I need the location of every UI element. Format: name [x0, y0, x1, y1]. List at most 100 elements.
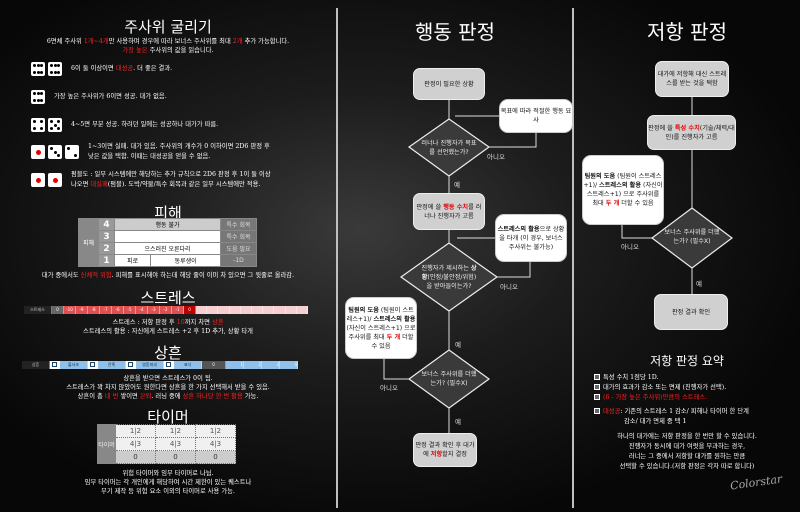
dice-row-critical: 6이 둘 이상이면 대성공. 더 좋은 결과. — [31, 62, 172, 76]
stress-cell[interactable]: -4 — [136, 306, 148, 314]
stress-cell[interactable]: 8 — [274, 306, 286, 314]
flow-yes-label: 예 — [454, 181, 460, 189]
die-one-icon — [31, 173, 45, 187]
stress-current-cell[interactable]: 0 — [184, 306, 196, 314]
summary-bullet: 대가의 효과가 감소 또는 면제 (진행자가 선택). — [594, 383, 726, 393]
stress-cell[interactable]: 1 — [196, 306, 208, 314]
dice-row-fumble: 펌블도 : 일부 시스템에만 해당하는 추가 규칙으로 2D6 판정 후 1이 … — [31, 170, 271, 190]
dice-intro-2: 가장 높은 주사위의 값을 읽습니다. — [122, 47, 214, 54]
resist-para: 하나의 대가에는 저항 판정을 한 번만 할 수 있습니다.진행자가 동시에 대… — [617, 433, 757, 470]
flow-yes-label: 예 — [455, 418, 461, 426]
trauma-checkbox[interactable] — [50, 361, 60, 369]
resist-end-box: 판정 결과 확인 — [654, 294, 728, 330]
trauma-level[interactable]: 1 — [226, 361, 244, 369]
trauma-checkbox[interactable] — [126, 361, 136, 369]
stress-label: 스트레스 — [24, 306, 52, 314]
stress-title: 스트레스 — [140, 289, 196, 307]
trauma-level[interactable]: 4 — [280, 361, 298, 369]
decision-accept-position — [399, 242, 499, 312]
stress-cell[interactable]: 7 — [263, 306, 275, 314]
timer-title: 타이머 — [147, 408, 189, 426]
dice-row-success: 가장 높은 주사위가 6이면 성공. 대가 없음. — [31, 90, 167, 104]
flow-help-box: 팀원의 도움 (팀원이 스트레스+1)/ 스트레스의 활용 (자신이 스트레스+… — [345, 297, 417, 359]
die-two-icon — [65, 145, 79, 159]
stress-line-1: 스트레스 : 저항 판정 후 10까지 차면 상흔 — [112, 319, 224, 326]
stress-line-2: 스트레스의 활용 : 자신에게 스트레스 +2 후 1D 추가, 상황 타개 — [83, 328, 253, 335]
timer-value[interactable]: 0 — [195, 450, 236, 464]
trauma-line-2: 스트레스가 꽉 차지 않았어도 원한다면 상흔을 한 가지 선택해서 받을 수 … — [66, 384, 270, 391]
stress-cell[interactable]: -2 — [160, 306, 172, 314]
resist-no-label: 아니오 — [621, 243, 639, 251]
trauma-zero[interactable]: 0 — [202, 361, 226, 369]
timer-label: 타이머 — [97, 424, 116, 464]
decision-resist-bonus-dice — [651, 207, 733, 269]
resist-yes-label: 예 — [696, 280, 702, 288]
damage-side-label: 피해 — [78, 218, 99, 267]
flow-yes-label: 예 — [455, 341, 461, 349]
trauma-level[interactable]: 2 — [244, 361, 262, 369]
flow-start-box: 판정이 필요한 상황 — [413, 68, 485, 100]
timer-line-1: 위험 타이머와 임무 타이머로 나뉨. — [122, 470, 214, 477]
flow-q2-text: 진행자가 제시하는 상황(안정/불안정/위험)을 받아들이는가? — [421, 264, 477, 290]
stress-cell[interactable]: 6 — [251, 306, 264, 314]
trauma-line-1: 상흔을 받으면 스트레스가 0이 됨. — [123, 375, 213, 382]
die-four-icon — [31, 118, 45, 132]
die-six-icon — [31, 62, 45, 76]
trauma-option: 표식 — [174, 361, 202, 369]
flow-pick-action-box: 판정에 쓸 행동 수치를 러너나 진행자가 고름 — [413, 193, 485, 230]
stress-cell[interactable]: 9 — [285, 306, 297, 314]
die-six-icon — [48, 62, 62, 76]
stress-cell[interactable]: 3 — [218, 306, 230, 314]
timer-value[interactable]: 0 — [115, 450, 156, 464]
stress-cell[interactable]: -10 — [64, 306, 76, 314]
die-three-icon — [48, 145, 62, 159]
resist-q-text: 보너스 주사위를 더했는가? (필수X) — [664, 229, 720, 245]
timer-line-3: 무기 제작 등 위험 요소 이외의 타이머로 사용 가능. — [101, 488, 235, 495]
resist-help-box: 팀원의 도움 (팀원이 스트레스+1)/ 스트레스의 활용 (자신이 스트레스+… — [582, 155, 664, 225]
column-divider — [336, 8, 338, 508]
stress-cell[interactable]: 5 — [240, 306, 252, 314]
flow-stress-use-box: 스트레스의 활용으로 상황을 타개 (이 경우, 보너스 주사위는 불가능) — [495, 214, 567, 262]
timer-clock-bottom[interactable]: 4|3 — [115, 437, 156, 451]
flow-no-label: 아니오 — [380, 384, 398, 392]
summary-bullet: 특성 수치 1점당 1D. — [594, 373, 659, 383]
stress-cell[interactable]: 2 — [207, 306, 219, 314]
stress-cell[interactable]: -8 — [88, 306, 100, 314]
dice-row-partial: 4~5면 부분 성공. 하려던 일에는 성공하나 대가가 따름. — [31, 118, 218, 132]
stress-zero: 0 — [52, 306, 64, 314]
trauma-option: 불사조 — [60, 361, 88, 369]
dice-intro-1: 6면체 주사위 1개~4개만 사용하며 경우에 따라 보너스 주사위를 최대 2… — [46, 38, 290, 45]
trauma-checkbox[interactable] — [88, 361, 98, 369]
damage-cell[interactable]: 피로 — [113, 254, 152, 267]
decision-goal-declared — [407, 118, 491, 177]
die-five-icon — [48, 118, 62, 132]
stress-cell[interactable]: -7 — [100, 306, 112, 314]
trauma-option: 잔혹 — [98, 361, 126, 369]
die-one-icon — [31, 145, 45, 159]
stress-cell[interactable]: -3 — [148, 306, 160, 314]
resist-summary-title: 저항 판정 요약 — [650, 354, 724, 368]
trauma-label: 상흔 — [22, 361, 50, 369]
trauma-level[interactable]: 3 — [262, 361, 280, 369]
decision-bonus-dice — [407, 349, 491, 409]
flow-describe-box: 목표에 따라 적절한 행동 묘사 — [499, 99, 573, 133]
flow-end-box: 판정 결과 확인 후 대가에 저항할지 결정 — [413, 433, 477, 467]
stress-cell[interactable]: 4 — [229, 306, 241, 314]
stress-cell[interactable]: 10 — [296, 306, 308, 314]
stress-cell[interactable]: -5 — [124, 306, 136, 314]
resist-start-box: 대가에 저항해 대신 스트레스를 받는 것을 택함 — [655, 61, 729, 97]
stress-cell[interactable]: -9 — [76, 306, 88, 314]
stress-cell[interactable]: -6 — [112, 306, 124, 314]
summary-bullet: (6 - 가장 높은 주사위)만큼의 스트레스. — [594, 393, 707, 403]
resist-title: 저항 판정 — [647, 20, 727, 44]
timer-clock-top[interactable]: 1|2 — [155, 424, 196, 438]
flow-no-label: 아니오 — [487, 153, 505, 161]
stress-cell[interactable]: -1 — [172, 306, 184, 314]
trauma-checkbox[interactable] — [164, 361, 174, 369]
dice-title: 주사위 굴리기 — [124, 18, 212, 36]
